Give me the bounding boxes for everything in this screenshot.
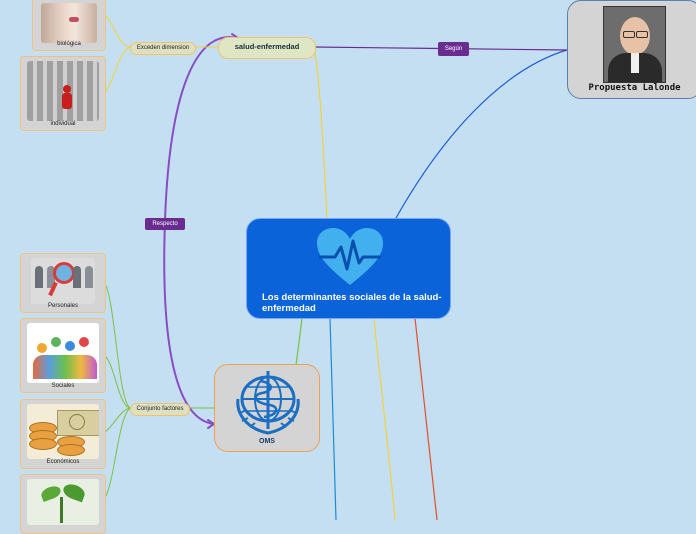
node-oms[interactable]: OMS (214, 364, 320, 452)
personales-label: Personales (21, 303, 105, 309)
individual-label: individual (21, 121, 105, 127)
connector-central-oms (296, 318, 302, 365)
conjunto-factores-label: Conjunto factores (136, 406, 183, 412)
sociales-label: Sociales (21, 383, 105, 389)
who-emblem-icon (230, 369, 306, 437)
label-segun[interactable]: Según (438, 42, 469, 56)
lalonde-label: Propuesta Lalonde (568, 83, 696, 93)
card-personales[interactable]: Personales (20, 253, 106, 313)
connector-conjunto-extra (105, 408, 130, 498)
label-respecto[interactable]: Respecto (145, 218, 185, 230)
oms-label: OMS (215, 438, 319, 445)
connector-exceden-individual (105, 47, 130, 92)
node-exceden-dimension[interactable]: Exceden dimension (130, 42, 196, 55)
connector-central-lalonde (396, 50, 567, 218)
plant-image (27, 479, 99, 525)
connector-central-down-red (415, 318, 437, 520)
connector-exceden-biologica (105, 15, 130, 47)
card-economicos[interactable]: Económicos (20, 399, 106, 469)
connector-central-salud (314, 47, 327, 218)
central-title: Los determinantes sociales de la salud-e… (262, 292, 447, 314)
lalonde-portrait (603, 6, 666, 83)
card-plant[interactable] (20, 474, 106, 534)
segun-text: Según (445, 46, 462, 52)
heart-pulse-icon (315, 227, 385, 287)
individual-image (27, 61, 99, 121)
connector-central-down-yellow (374, 318, 395, 520)
sociales-image (27, 323, 99, 383)
card-individual[interactable]: individual (20, 56, 106, 131)
biologica-image (41, 3, 97, 43)
exceden-dimension-label: Exceden dimension (137, 45, 189, 51)
biologica-label: biológica (33, 41, 105, 47)
node-salud-enfermedad[interactable]: salud-enfermedad (218, 37, 316, 59)
node-propuesta-lalonde[interactable]: Propuesta Lalonde (567, 0, 696, 99)
respecto-text: Respecto (152, 221, 177, 227)
node-conjunto-factores[interactable]: Conjunto factores (130, 403, 190, 416)
card-sociales[interactable]: Sociales (20, 318, 106, 393)
connector-conjunto-personales (105, 284, 130, 408)
card-biologica[interactable]: biológica (32, 0, 106, 51)
central-topic[interactable]: Los determinantes sociales de la salud-e… (246, 218, 451, 319)
connector-central-down-blue (330, 318, 336, 520)
connector-conjunto-economicos (105, 408, 130, 432)
personales-image (31, 258, 95, 304)
economicos-image (27, 404, 99, 459)
connector-conjunto-sociales (105, 356, 130, 408)
salud-enfermedad-label: salud-enfermedad (235, 42, 300, 51)
economicos-label: Económicos (21, 459, 105, 465)
